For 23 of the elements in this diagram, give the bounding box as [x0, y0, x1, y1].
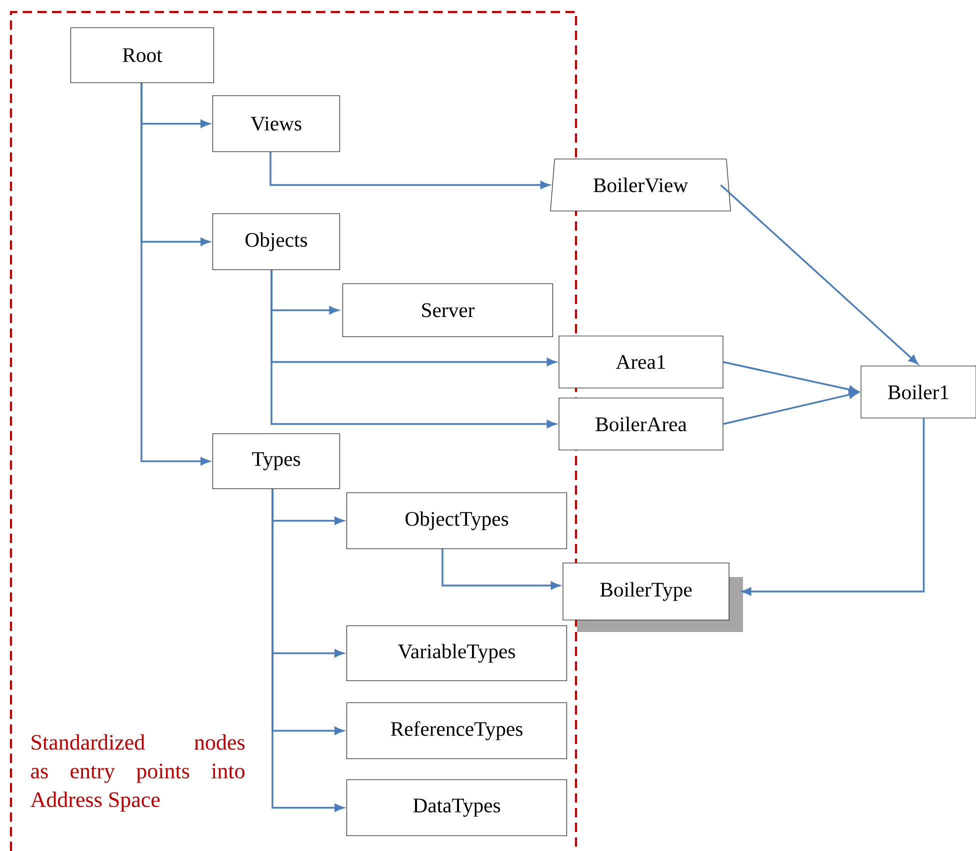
arrow: [723, 361, 858, 394]
arrow: [723, 390, 858, 425]
object-box: BoilerArea: [558, 398, 724, 450]
arrow: [442, 549, 560, 590]
folder-box: Objects: [212, 213, 340, 270]
folder-box: DataTypes: [346, 779, 567, 836]
arrow: [270, 270, 556, 428]
object-box: Boiler1: [860, 366, 976, 418]
folder-box: ObjectTypes: [346, 492, 567, 550]
arrow: [720, 184, 918, 364]
arrow: [742, 418, 925, 596]
folder-box: Types: [212, 433, 340, 489]
arrow: [270, 152, 550, 189]
root-box: Root: [70, 27, 214, 83]
type-box: BoilerType: [562, 562, 743, 632]
object-box: Area1: [558, 336, 724, 388]
arrow: [140, 83, 210, 466]
object-box: Server: [342, 283, 553, 337]
folder-box: VariableTypes: [346, 625, 567, 681]
view-trapezoid: BoilerView: [550, 158, 731, 212]
folder-box: Views: [212, 95, 340, 152]
arrow: [272, 489, 344, 812]
folder-box: ReferenceTypes: [346, 702, 567, 759]
